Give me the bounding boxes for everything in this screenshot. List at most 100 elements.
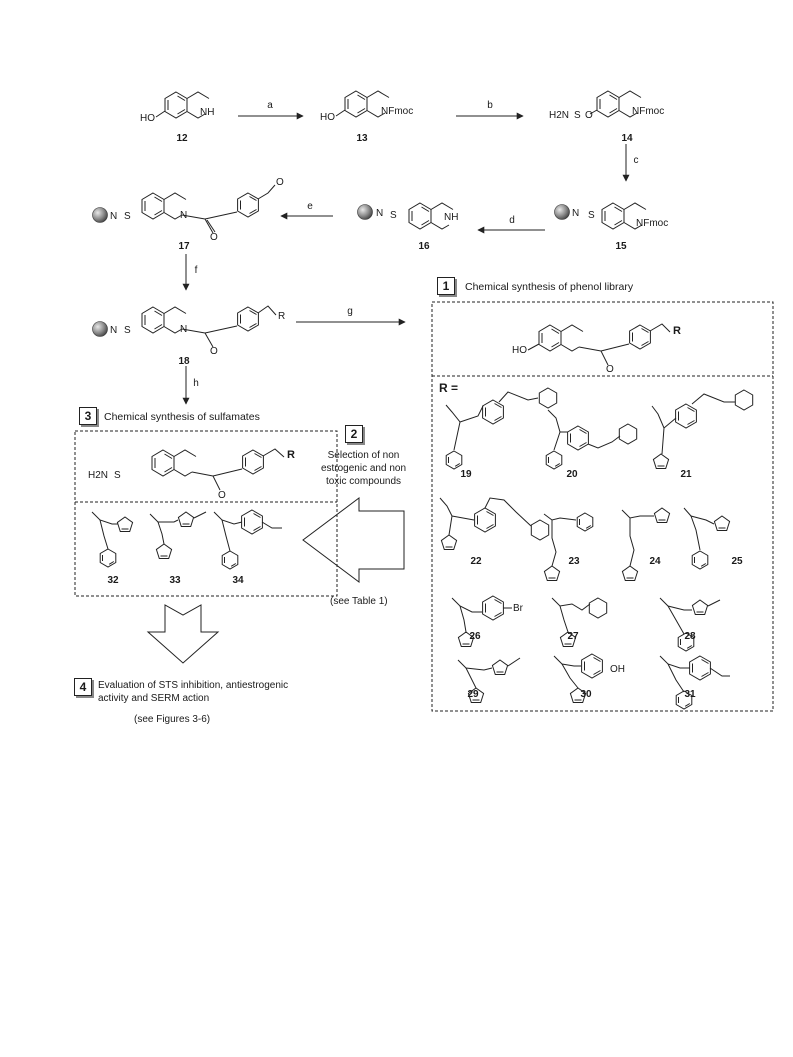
section-3-badge: 3 xyxy=(79,407,97,425)
atom-label-n2-17: N xyxy=(180,210,188,221)
structure-12 xyxy=(155,91,210,119)
r-group-29 xyxy=(457,657,521,703)
section-4-line-2: activity and SERM action xyxy=(98,693,210,704)
r-group-30 xyxy=(553,653,603,703)
compound-19: 19 xyxy=(460,469,472,480)
compound-23: 23 xyxy=(568,556,580,567)
atom-label-h2n-box3: H2N xyxy=(88,470,109,481)
section-2-text: Selection of non estrogenic and non toxi… xyxy=(311,449,416,488)
r-equals-label: R = xyxy=(439,381,459,395)
atom-label-n-18: N xyxy=(110,325,118,336)
compound-25: 25 xyxy=(731,556,743,567)
section-4-line-1: Evaluation of STS inhibition, antiestrog… xyxy=(98,680,289,691)
compound-20: 20 xyxy=(566,469,578,480)
r-group-24 xyxy=(621,507,671,581)
atom-label-o-core: O xyxy=(606,364,614,375)
atom-label-s-16: S xyxy=(390,210,397,221)
atom-label-br-26: Br xyxy=(513,603,523,614)
atom-label-nfmoc-15: NFmoc xyxy=(636,218,669,229)
compound-24: 24 xyxy=(649,556,661,567)
step-a: a xyxy=(267,100,273,111)
compound-12: 12 xyxy=(176,133,188,144)
compound-31: 31 xyxy=(684,689,696,700)
section-2-ref: (see Table 1) xyxy=(330,596,388,607)
compound-16: 16 xyxy=(418,241,430,252)
section-1-title: Chemical synthesis of phenol library xyxy=(465,281,634,293)
atom-label-s-box3: S xyxy=(114,470,121,481)
atom-label-s-17: S xyxy=(124,211,131,222)
section-4-text: Evaluation of STS inhibition, antiestrog… xyxy=(98,679,288,705)
step-c: c xyxy=(633,155,639,166)
compound-17: 17 xyxy=(178,241,190,252)
r-group-25 xyxy=(683,507,731,570)
structure-13 xyxy=(335,90,390,118)
r-group-34 xyxy=(213,509,282,570)
compound-30: 30 xyxy=(580,689,592,700)
compound-28: 28 xyxy=(684,631,696,642)
compound-33: 33 xyxy=(169,575,181,586)
r-group-27 xyxy=(551,597,608,647)
step-f: f xyxy=(194,265,198,276)
sulfamate-box xyxy=(74,430,338,597)
atom-label-n-16: N xyxy=(376,208,384,219)
atom-label-o-14: O xyxy=(585,110,593,121)
r-group-28 xyxy=(659,597,721,652)
section-1-badge: 1 xyxy=(437,277,455,295)
atom-label-s-18: S xyxy=(124,325,131,336)
compound-29: 29 xyxy=(467,689,479,700)
structure-16 xyxy=(357,202,454,230)
r-group-32 xyxy=(91,511,134,568)
r-group-26 xyxy=(451,595,512,647)
structure-15 xyxy=(554,202,647,230)
step-d: d xyxy=(509,215,515,226)
atom-label-r-18: R xyxy=(278,311,286,322)
section-2-badge: 2 xyxy=(345,425,363,443)
atom-label-ho-13: HO xyxy=(320,112,335,123)
step-e: e xyxy=(307,201,313,212)
r-group-23 xyxy=(543,512,594,581)
structure-17 xyxy=(92,184,276,234)
compound-21: 21 xyxy=(680,469,692,480)
compound-26: 26 xyxy=(469,631,481,642)
r-group-20 xyxy=(545,409,638,470)
atom-label-ho-core: HO xyxy=(512,345,527,356)
compound-34: 34 xyxy=(232,575,244,586)
atom-label-oh-30: OH xyxy=(610,664,625,675)
atom-label-nfmoc-14: NFmoc xyxy=(632,106,665,117)
atom-label-s-14: S xyxy=(574,110,581,121)
atom-label-h2n-14: H2N xyxy=(549,110,570,121)
r-group-33 xyxy=(149,511,207,559)
atom-label-o2-17: O xyxy=(276,177,284,188)
atom-label-o-17: O xyxy=(210,232,218,243)
atom-label-s-15: S xyxy=(588,210,595,221)
atom-label-o-box3: O xyxy=(218,490,226,501)
library-box xyxy=(431,301,774,712)
selection-arrow xyxy=(302,497,405,583)
compound-15: 15 xyxy=(615,241,627,252)
section-4-badge: 4 xyxy=(74,678,92,696)
section-4-ref: (see Figures 3-6) xyxy=(134,714,211,725)
compound-22: 22 xyxy=(470,556,482,567)
r-group-19 xyxy=(445,387,558,470)
structure-phenol-core xyxy=(527,323,671,366)
structure-14 xyxy=(589,90,642,118)
r-group-21 xyxy=(651,389,754,469)
compound-13: 13 xyxy=(356,133,368,144)
atom-label-r-core: R xyxy=(673,325,681,337)
compound-27: 27 xyxy=(567,631,579,642)
atom-label-r-box3: R xyxy=(287,449,295,461)
section-2-line-3: toxic compounds xyxy=(325,476,402,487)
atom-label-n-15: N xyxy=(572,208,580,219)
section-3-title: Chemical synthesis of sulfamates xyxy=(104,411,260,423)
compound-14: 14 xyxy=(621,133,633,144)
section-2-line-1: Selection of non xyxy=(327,450,400,461)
atom-label-nh-16: NH xyxy=(444,212,459,223)
structure-18 xyxy=(92,305,277,348)
r-group-22 xyxy=(439,497,550,550)
evaluation-arrow xyxy=(146,604,220,664)
atom-label-o-18: O xyxy=(210,346,218,357)
atom-label-n-17: N xyxy=(110,211,118,222)
atom-label-ho-12: HO xyxy=(140,113,155,124)
compound-32: 32 xyxy=(107,575,119,586)
section-2-line-2: estrogenic and non xyxy=(320,463,407,474)
